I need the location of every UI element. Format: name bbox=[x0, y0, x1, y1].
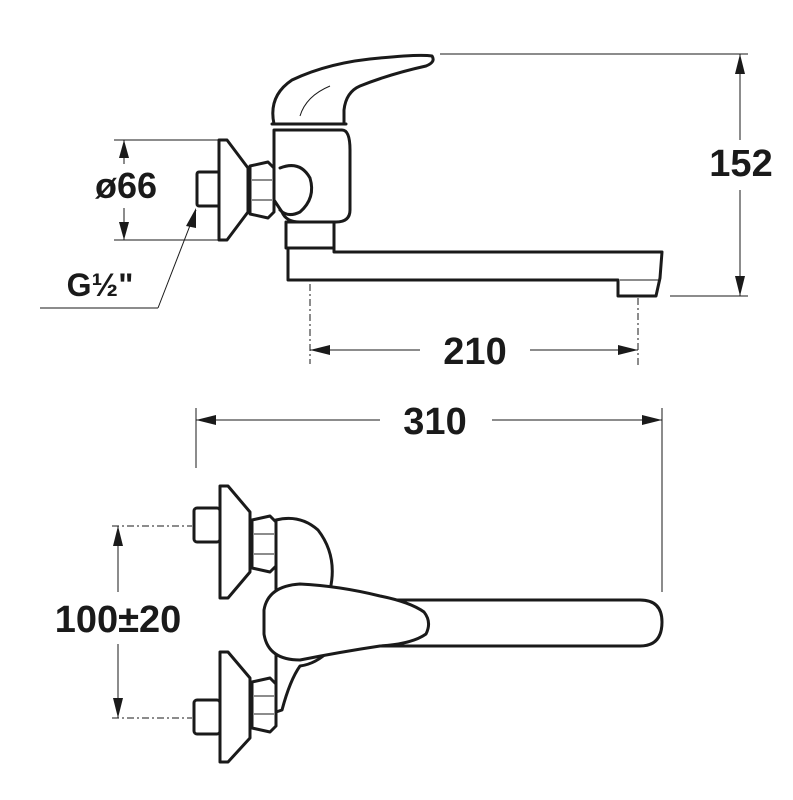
side-view bbox=[195, 53, 664, 298]
side-rosette bbox=[217, 138, 250, 242]
side-dimensions: 152 ø66 G½" 210 bbox=[40, 53, 773, 373]
side-hex-nut bbox=[248, 160, 276, 220]
top-lever bbox=[262, 582, 431, 662]
side-lever bbox=[271, 53, 435, 126]
dim-height-label: 152 bbox=[709, 143, 772, 185]
side-spout bbox=[286, 246, 664, 298]
dim-rosette-diameter-label: ø66 bbox=[95, 165, 157, 206]
side-connector-nipple bbox=[195, 170, 223, 208]
top-upper-connector-nipple bbox=[192, 506, 222, 544]
top-lower-rosette bbox=[218, 650, 252, 764]
top-lower-hex-nut bbox=[250, 676, 278, 734]
top-dimensions: 310 100±20 bbox=[55, 401, 663, 719]
top-lower-connector-nipple bbox=[192, 698, 222, 736]
side-spout-collar bbox=[284, 220, 336, 250]
dim-spout-reach-label: 210 bbox=[443, 331, 506, 373]
dim-center-distance-label: 100±20 bbox=[55, 599, 182, 641]
dim-thread-label: G½" bbox=[67, 267, 134, 303]
top-view bbox=[192, 484, 664, 764]
dim-overall-length-label: 310 bbox=[403, 401, 466, 443]
top-upper-rosette bbox=[218, 484, 252, 600]
top-upper-hex-nut bbox=[250, 514, 278, 574]
side-mixer-body bbox=[272, 128, 352, 224]
